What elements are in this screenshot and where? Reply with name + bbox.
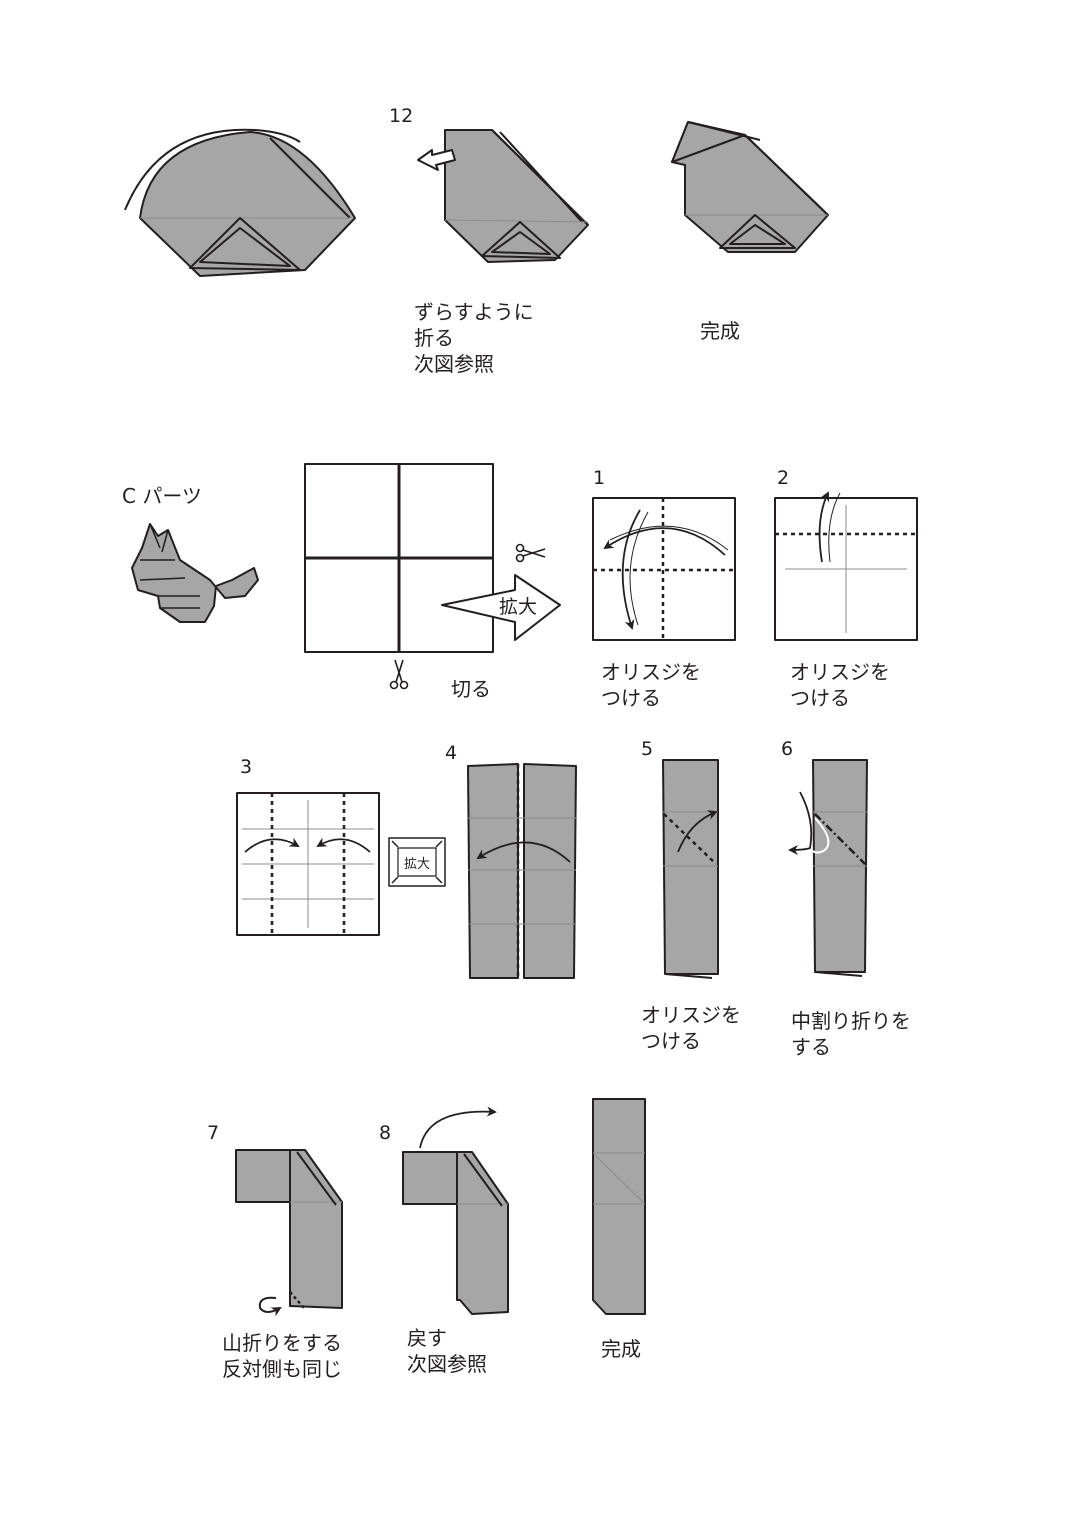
step12-label: ずらすように 折る 次図参照 — [414, 300, 534, 376]
cat-figure-icon — [131, 523, 259, 623]
step2-number: 2 — [777, 467, 790, 489]
step7-number: 7 — [207, 1122, 220, 1144]
step1-label: オリスジを つける — [601, 660, 701, 710]
step12-figure — [417, 129, 589, 263]
step5-number: 5 — [641, 738, 654, 760]
step8-figure — [402, 1106, 509, 1315]
step6-label: 中割り折りを する — [791, 1009, 911, 1059]
done-label-bottom: 完成 — [601, 1337, 641, 1361]
cut-label: 切る — [451, 677, 491, 701]
magnify-arrow-icon — [441, 574, 561, 641]
magnify-small-icon — [388, 837, 446, 887]
done-label-top: 完成 — [700, 319, 740, 343]
step8-label: 戻す 次図参照 — [407, 1326, 487, 1376]
scissors-icon — [515, 543, 546, 563]
step5-figure — [662, 759, 719, 979]
part-c-title: C パーツ — [122, 484, 202, 508]
step7-label: 山折りをする 反対側も同じ — [222, 1331, 342, 1381]
step3-figure — [236, 792, 380, 936]
step5-label: オリスジを つける — [641, 1003, 741, 1053]
step6-number: 6 — [781, 738, 794, 760]
step11-figure — [124, 128, 356, 277]
magnify-label: 拡大 — [499, 596, 537, 618]
step8-number: 8 — [379, 1122, 392, 1144]
step2-label: オリスジを つける — [790, 660, 890, 710]
scissors-icon — [389, 659, 409, 690]
step6-figure — [788, 759, 868, 977]
finished-figure-top — [671, 121, 829, 253]
step3-number: 3 — [240, 756, 253, 778]
step2-figure — [774, 491, 918, 641]
step7-figure — [235, 1149, 343, 1317]
magnify-small-label: 拡大 — [404, 857, 430, 872]
step1-figure — [592, 497, 736, 641]
finished-figure-bottom — [592, 1098, 646, 1315]
step4-number: 4 — [445, 742, 458, 764]
step12-number: 12 — [389, 105, 414, 127]
square-cut-figure — [304, 463, 494, 653]
step1-number: 1 — [593, 467, 606, 489]
step4-figure — [467, 763, 577, 979]
